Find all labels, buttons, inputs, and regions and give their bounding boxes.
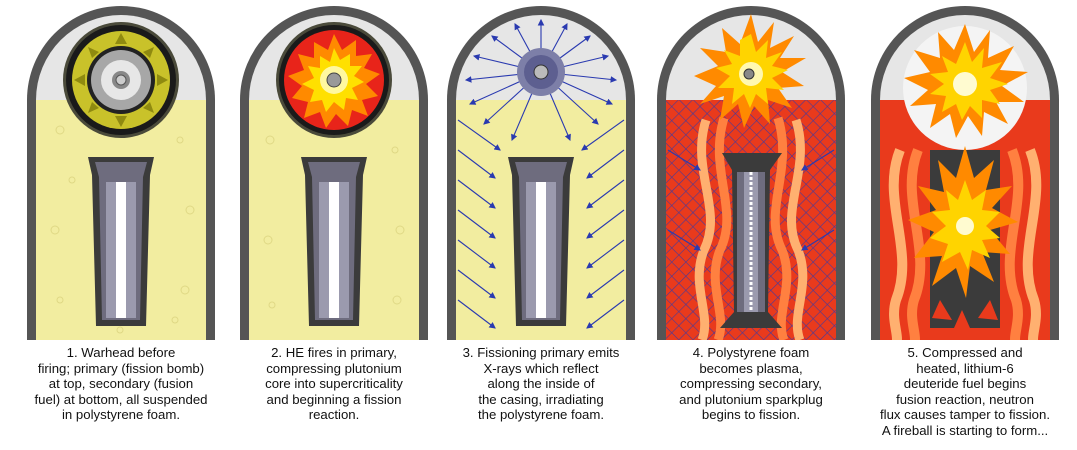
secondary — [301, 157, 367, 326]
panel-2 — [240, 6, 428, 340]
secondary — [88, 157, 154, 326]
secondary-fusion — [908, 146, 1018, 328]
caption-panel-2: 2. HE fires in primary, compressing plut… — [265, 345, 403, 423]
caption-panel-1: 1. Warhead before firing; primary (fissi… — [34, 345, 208, 423]
primary-fireball — [904, 24, 1028, 138]
panel-3 — [447, 6, 635, 340]
caption-panel-3: 3. Fissioning primary emits X-rays which… — [462, 345, 620, 423]
primary-exploding — [694, 14, 806, 128]
panel-5 — [871, 6, 1059, 340]
primary — [63, 22, 179, 138]
pressure-waves — [694, 116, 808, 340]
panel-4 — [657, 6, 845, 340]
caption-panel-5: 5. Compressed and heated, lithium-6 deut… — [879, 345, 1051, 438]
panel-1 — [27, 6, 215, 340]
secondary-compressed — [720, 153, 782, 328]
pressure-waves — [888, 148, 1042, 340]
secondary — [508, 157, 574, 326]
primary-fissioning — [517, 48, 565, 96]
primary-imploding — [276, 22, 392, 138]
caption-panel-4: 4. Polystyrene foam becomes plasma, comp… — [679, 345, 823, 423]
